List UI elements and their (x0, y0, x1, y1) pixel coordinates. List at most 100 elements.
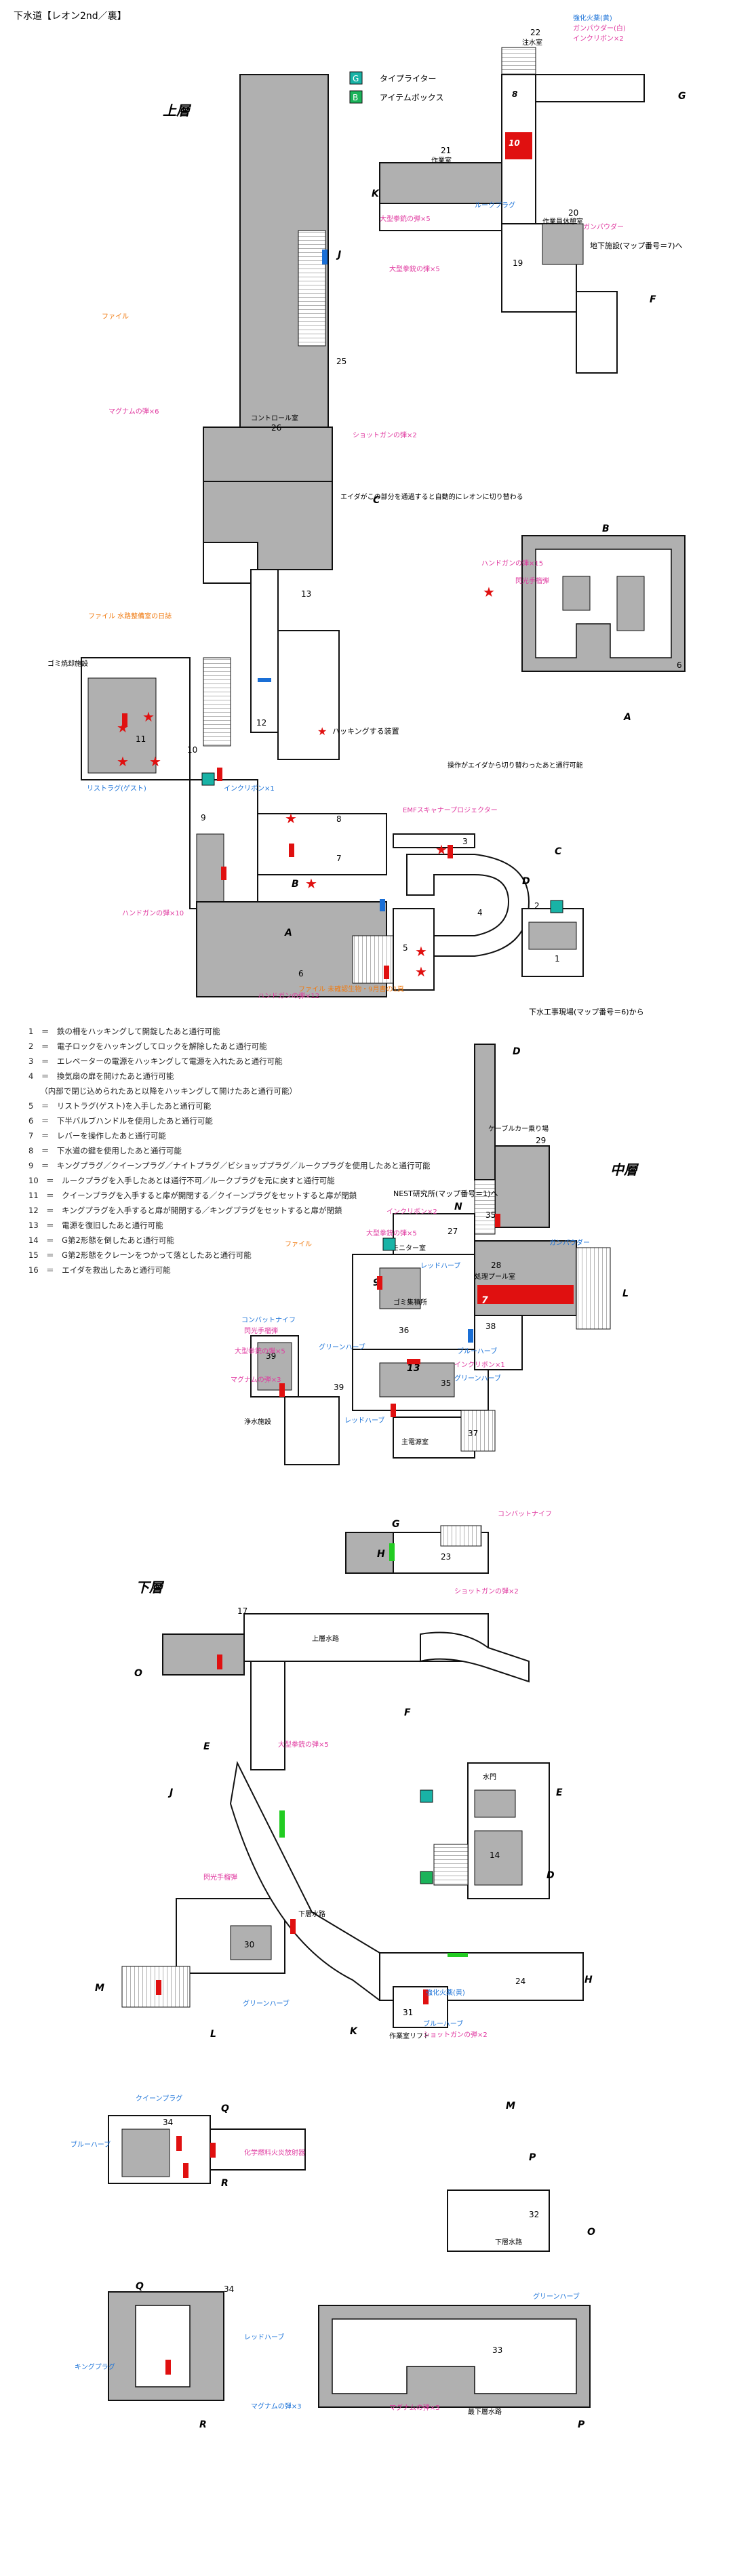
item-handgun15: ハンドガンの弾×15 (481, 559, 543, 568)
room-17: 17 (237, 1606, 247, 1616)
lower-doors (156, 1543, 468, 2375)
workroom-20-block (542, 223, 584, 265)
control-room-26 (203, 427, 333, 482)
room-7: 7 (336, 854, 342, 863)
letter-M-left: M (95, 1983, 104, 1994)
door-7-red-bar (477, 1285, 574, 1304)
letter-J-low: J (167, 1787, 173, 1798)
item-typewriter-note: 強化火薬(黄) (573, 14, 612, 22)
floor-label-middle: 中層 (610, 1162, 639, 1178)
door-1-red (221, 867, 226, 880)
stairs-14 (433, 1844, 469, 1886)
legend-line: 1 ＝ 鉄の柵をハッキングして開錠したあと通行可能 (28, 1027, 220, 1036)
marker-legend: G タイプライター B アイテムボックス (349, 71, 443, 104)
letter-Q-bottom: Q (136, 2281, 144, 2292)
upper-inner-room (203, 542, 258, 584)
room-20: 20 (568, 208, 578, 218)
upper-labels: 22 注水室 21 作業室 20 作業員休憩室 19 8 10 25 26 コン… (47, 28, 682, 978)
room-8: 8 (336, 814, 342, 824)
workroom-21 (379, 162, 502, 204)
room-R-inner (135, 2305, 191, 2387)
item-king-plug: キングプラグ (75, 2362, 115, 2371)
item-flash: 閃光手榴弾 (515, 576, 549, 585)
letter-M-right: M (506, 2101, 515, 2112)
room-24: 24 (515, 1977, 525, 1986)
upper-waterway-name: 上層水路 (312, 1634, 339, 1643)
letter-A-lower: A (284, 928, 292, 938)
legend-line: 16 ＝ エイダを救出したあと通行可能 (28, 1265, 171, 1275)
room-36: 36 (399, 1326, 409, 1335)
stairs-29 (474, 1179, 496, 1235)
room-14-block (474, 1830, 523, 1886)
legend-line: 13 ＝ 電源を復旧したあと通行可能 (28, 1221, 163, 1230)
stairs-37 (460, 1410, 496, 1452)
door-7-red-low (290, 1919, 296, 1934)
item-redherb-mid-b: レッドハーブ (344, 1416, 384, 1425)
item-gunpowder-w: ガンパウダー(白) (573, 24, 626, 33)
typewriter-code: G (353, 74, 359, 83)
room-32 (447, 2189, 550, 2252)
item-ink1-mid: インクリボン×1 (454, 1361, 505, 1369)
typewriter-icon (550, 900, 563, 913)
letter-K-low: K (350, 2026, 358, 2037)
work-lift-name: 作業室リフト (389, 2032, 430, 2040)
filter-room (284, 1396, 340, 1465)
room-34-block (121, 2128, 170, 2177)
upper-letters: G K J F C B A B A C D (284, 91, 686, 938)
item-redherb-low: レッドハーブ (244, 2333, 284, 2341)
room-39-block (257, 1342, 292, 1391)
room-32: 32 (529, 2210, 539, 2219)
door-13-label: 13 (407, 1363, 420, 1374)
door-15-red (279, 1383, 285, 1397)
item-magnum-low: マグナムの弾×3 (251, 2402, 301, 2411)
door-11b-red (210, 2143, 216, 2158)
item-handgun12: ハンドガンの弾×12 (258, 991, 319, 1000)
letter-G: G (678, 91, 686, 102)
legend-line: 15 ＝ G第2形態をクレーンをつかって落としたあと通行可能 (28, 1250, 252, 1260)
star-icon: ★ (435, 841, 448, 858)
item-file-upper: ファイル (102, 313, 129, 321)
corridor-38 (474, 1315, 523, 1370)
item-file-mid: ファイル (285, 1241, 312, 1248)
letter-B-right: B (602, 523, 610, 534)
upper-stairs (298, 230, 326, 346)
item-flash-low: 閃光手榴弾 (203, 1873, 237, 1882)
area-9-block (196, 833, 224, 903)
star-icon: ★ (415, 943, 427, 959)
room-27: 27 (448, 1227, 458, 1236)
room-31: 31 (403, 2008, 413, 2017)
lower-items: コンバットナイフ ショットガンの弾×2 大型拳銃の弾×5 閃光手榴弾 グリーンハ… (71, 1510, 580, 2412)
lower-labels: 23 17 上層水路 水門 14 24 下層水路 30 31 作業室リフト 34… (163, 1552, 539, 2416)
typewriter-label: タイプライター (380, 74, 437, 83)
area-6 (196, 901, 387, 997)
letter-G-low: G (392, 1519, 400, 1530)
room-9: 9 (201, 813, 206, 823)
floor-label-upper: 上層 (163, 102, 192, 119)
room-37: 37 (468, 1429, 478, 1438)
star-legend-icon: ★ (317, 725, 327, 738)
letter-F-low: F (404, 1707, 411, 1718)
exit-underground: 地下施設(マップ番号＝7)へ (590, 241, 683, 250)
item-gunpowder-low: 強化火薬(黄) (426, 1988, 465, 1997)
item-blueherb-mid: ブルーハーブ (457, 1347, 497, 1355)
door-11-red (183, 2163, 188, 2178)
waterway-bottom-name-32: 下層水路 (495, 2238, 522, 2246)
middle-letters: D N L (454, 1046, 629, 1299)
note-ada-switch: エイダがこの部分を通過すると自動的にレオンに切り替わる (340, 492, 523, 501)
middle-doors (279, 1214, 500, 1417)
cable-shaft (474, 1044, 496, 1181)
monitor-name: モニター室 (392, 1244, 426, 1252)
lower-waterway-main (229, 1760, 584, 2001)
main-power-name: 主電源室 (401, 1438, 429, 1446)
item-greenherb-mid: グリーンハーブ (319, 1343, 365, 1351)
door-12-blue (258, 678, 271, 682)
item-chemical: 化学燃料火炎放射器 (244, 2148, 305, 2157)
item-redherb-mid: レッドハーブ (420, 1261, 460, 1270)
door-blue-6 (380, 899, 385, 911)
letter-O-low: O (134, 1668, 142, 1679)
item-large-b-mid: 大型拳銃の弾×5 (235, 1347, 285, 1355)
letter-A-right: A (623, 712, 631, 723)
letter-D-upper: D (522, 876, 530, 887)
item-large-mid: 大型拳銃の弾×5 (366, 1229, 417, 1237)
